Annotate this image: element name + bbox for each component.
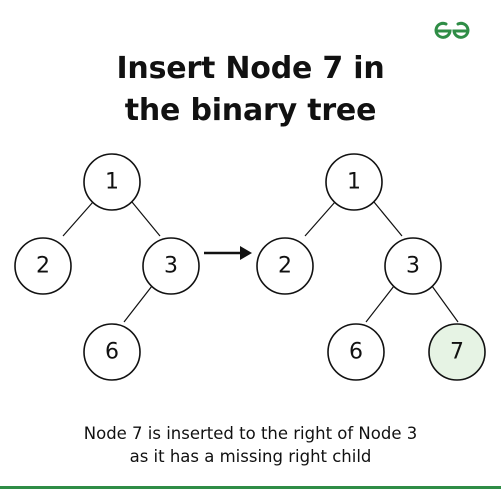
- before-tree-edges: [62, 201, 161, 323]
- after-tree-edges: [304, 201, 459, 323]
- after-edge-3-6: [365, 285, 395, 323]
- after-node-3: 3: [384, 237, 442, 295]
- caption: Node 7 is inserted to the right of Node …: [0, 422, 501, 468]
- before-tree-nodes: 1 2 3 6: [14, 153, 200, 381]
- after-node-7-circle: [428, 323, 486, 381]
- after-node-1: 1: [325, 153, 383, 211]
- after-edge-1-2: [304, 201, 336, 237]
- caption-line-1: Node 7 is inserted to the right of Node …: [83, 424, 418, 443]
- after-node-2: 2: [256, 237, 314, 295]
- before-edge-1-3: [131, 201, 161, 237]
- before-node-3: 3: [142, 237, 200, 295]
- after-node-7-label: 7: [450, 340, 464, 365]
- after-node-6-label: 6: [349, 340, 363, 365]
- bottom-divider: [0, 486, 501, 489]
- right-arrow-icon: [204, 246, 252, 260]
- after-node-3-label: 3: [406, 254, 420, 279]
- before-node-6: 6: [83, 323, 141, 381]
- after-node-7-inserted: 7: [428, 323, 486, 381]
- before-node-3-label: 3: [164, 254, 178, 279]
- after-node-6: 6: [327, 323, 385, 381]
- title-line-2: the binary tree: [124, 93, 377, 128]
- caption-line-2: as it has a missing right child: [129, 447, 372, 466]
- before-node-6-label: 6: [105, 340, 119, 365]
- after-edge-1-3: [373, 201, 403, 237]
- before-node-2: 2: [14, 237, 72, 295]
- before-node-1-label: 1: [105, 170, 119, 195]
- page-title: Insert Node 7 in the binary tree: [0, 48, 501, 132]
- after-node-1-label: 1: [347, 170, 361, 195]
- after-edge-3-7: [431, 285, 459, 323]
- after-tree-nodes: 1 2 3 6 7: [256, 153, 486, 381]
- before-node-2-label: 2: [36, 254, 50, 279]
- before-node-1: 1: [83, 153, 141, 211]
- after-node-2-label: 2: [278, 254, 292, 279]
- gfg-logo-icon: [434, 21, 470, 39]
- title-line-1: Insert Node 7 in: [116, 51, 385, 86]
- before-edge-3-6: [123, 285, 153, 323]
- before-edge-1-2: [62, 201, 94, 237]
